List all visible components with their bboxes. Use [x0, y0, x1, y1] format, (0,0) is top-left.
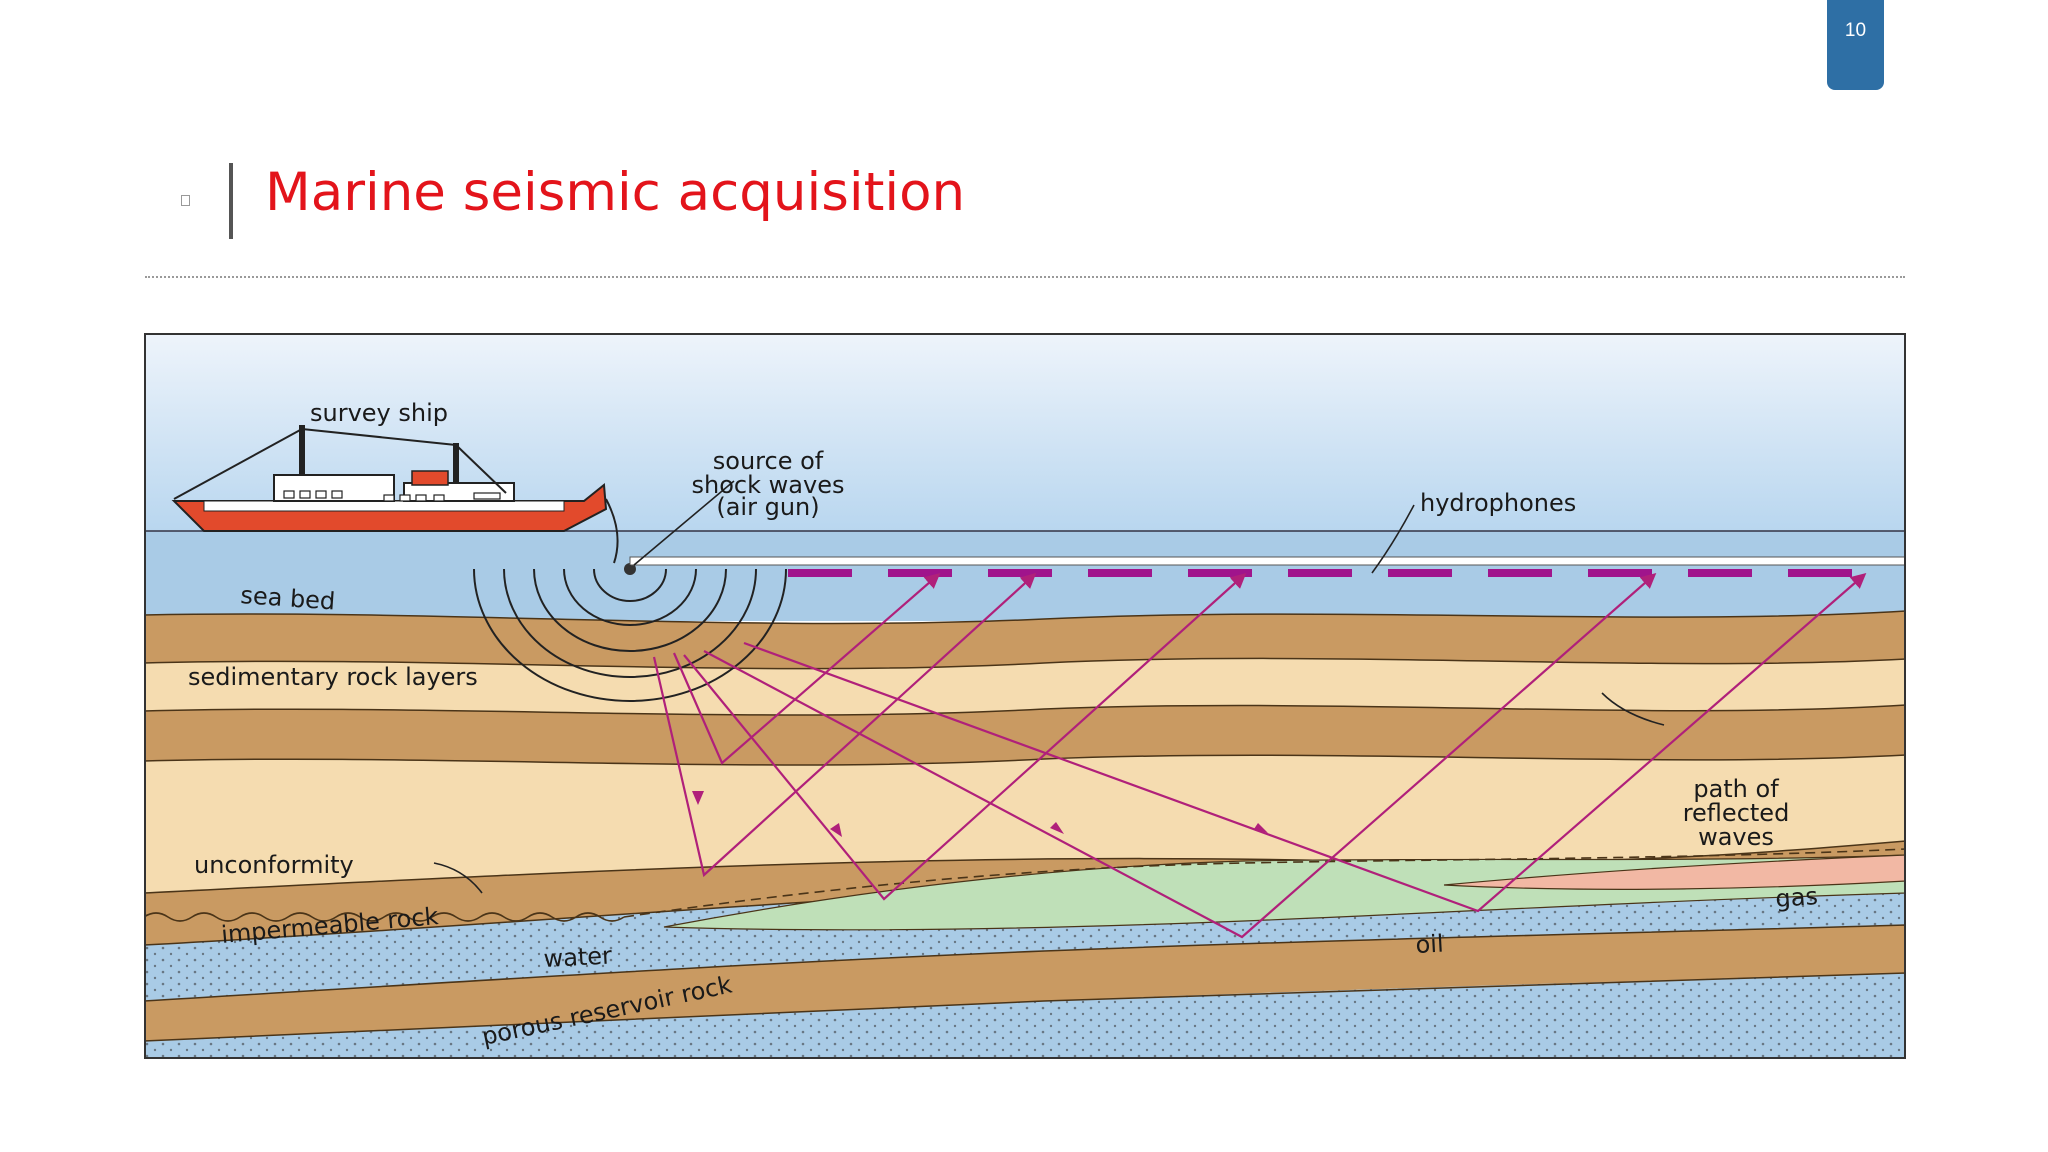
label-path-1: path of — [1693, 775, 1779, 803]
gas-layer — [1443, 854, 1906, 890]
bullet-icon — [181, 195, 190, 206]
unconformity-line — [144, 912, 625, 922]
label-survey-ship: survey ship — [310, 399, 448, 427]
label-oil: oil — [1415, 930, 1444, 959]
label-path-2: reflected — [1683, 799, 1790, 827]
survey-ship — [171, 425, 619, 564]
label-sea-bed: sea bed — [240, 581, 337, 616]
label-source-1: source of — [713, 447, 824, 475]
label-unconformity: unconformity — [194, 851, 354, 879]
page-title: Marine seismic acquisition — [265, 162, 966, 223]
reflected-rays — [652, 572, 1867, 939]
label-source-3: (air gun) — [716, 493, 819, 521]
label-gas: gas — [1774, 882, 1818, 913]
seismic-diagram: survey ship source of shock waves (air g… — [144, 333, 1906, 1059]
label-source-2: shock waves — [692, 471, 845, 499]
ray-arrows — [692, 791, 1268, 837]
label-path-3: waves — [1698, 823, 1774, 851]
label-hydrophones: hydrophones — [1420, 489, 1576, 517]
title-divider — [145, 276, 1905, 278]
slide-number: 10 — [1827, 0, 1884, 90]
shock-waves — [473, 568, 787, 702]
label-water: water — [543, 941, 613, 973]
label-sedimentary: sedimentary rock layers — [188, 663, 478, 691]
hydrophones — [788, 569, 1852, 577]
title-accent-bar — [229, 163, 233, 239]
